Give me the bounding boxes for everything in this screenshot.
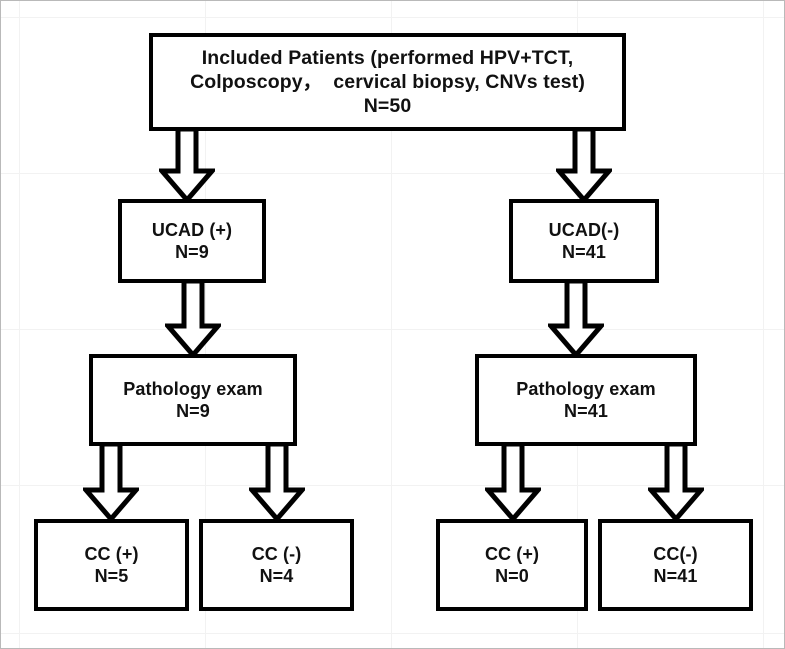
grid-line-horizontal bbox=[1, 633, 784, 634]
node-text-line: CC (+) bbox=[84, 543, 139, 564]
grid-line-horizontal bbox=[1, 17, 784, 18]
node-text-line: Included Patients (performed HPV+TCT, bbox=[201, 46, 574, 69]
arrow-included-to-ucad-positive bbox=[159, 129, 215, 203]
arrow-pathology-right-to-cc-negative bbox=[648, 444, 704, 522]
node-count: N=41 bbox=[562, 242, 606, 262]
arrow-pathology-left-to-cc-positive bbox=[83, 444, 139, 522]
node-text-line: UCAD (+) bbox=[151, 219, 233, 240]
node-count: N=4 bbox=[259, 566, 294, 586]
node-included-patients: Included Patients (performed HPV+TCT, Co… bbox=[149, 33, 626, 131]
node-count: N=41 bbox=[564, 401, 608, 421]
node-count: N=41 bbox=[653, 566, 698, 586]
node-text-line: CC(-) bbox=[653, 543, 698, 564]
node-text-line: Pathology exam bbox=[123, 378, 263, 399]
node-text-line: CC (-) bbox=[251, 543, 302, 564]
node-count: N=5 bbox=[94, 566, 129, 586]
grid-line-horizontal bbox=[1, 329, 784, 330]
node-count: N=0 bbox=[495, 566, 529, 586]
node-pathology-exam-left: Pathology exam N=9 bbox=[89, 354, 297, 446]
node-text-line: UCAD(-) bbox=[548, 219, 620, 240]
arrow-ucad-positive-to-pathology bbox=[165, 281, 221, 358]
grid-line-vertical bbox=[19, 1, 20, 648]
node-ucad-positive: UCAD (+) N=9 bbox=[118, 199, 266, 283]
node-count: N=50 bbox=[363, 95, 412, 118]
node-cc-negative-right: CC(-) N=41 bbox=[598, 519, 753, 611]
arrow-pathology-left-to-cc-negative bbox=[249, 444, 305, 522]
node-cc-positive-right: CC (+) N=0 bbox=[436, 519, 588, 611]
node-ucad-negative: UCAD(-) N=41 bbox=[509, 199, 659, 283]
grid-line-vertical bbox=[763, 1, 764, 648]
node-text-line: Pathology exam bbox=[516, 378, 656, 399]
node-cc-positive-left: CC (+) N=5 bbox=[34, 519, 189, 611]
node-count: N=9 bbox=[175, 242, 209, 262]
node-count: N=9 bbox=[176, 401, 210, 421]
node-cc-negative-left: CC (-) N=4 bbox=[199, 519, 354, 611]
node-text-line: Colposcopy， cervical biopsy, CNVs test) bbox=[190, 70, 585, 93]
grid-line-horizontal bbox=[1, 173, 784, 174]
arrow-ucad-negative-to-pathology bbox=[548, 281, 604, 358]
arrow-pathology-right-to-cc-positive bbox=[485, 444, 541, 522]
node-text-line: CC (+) bbox=[484, 543, 540, 564]
arrow-included-to-ucad-negative bbox=[556, 129, 612, 203]
node-pathology-exam-right: Pathology exam N=41 bbox=[475, 354, 697, 446]
